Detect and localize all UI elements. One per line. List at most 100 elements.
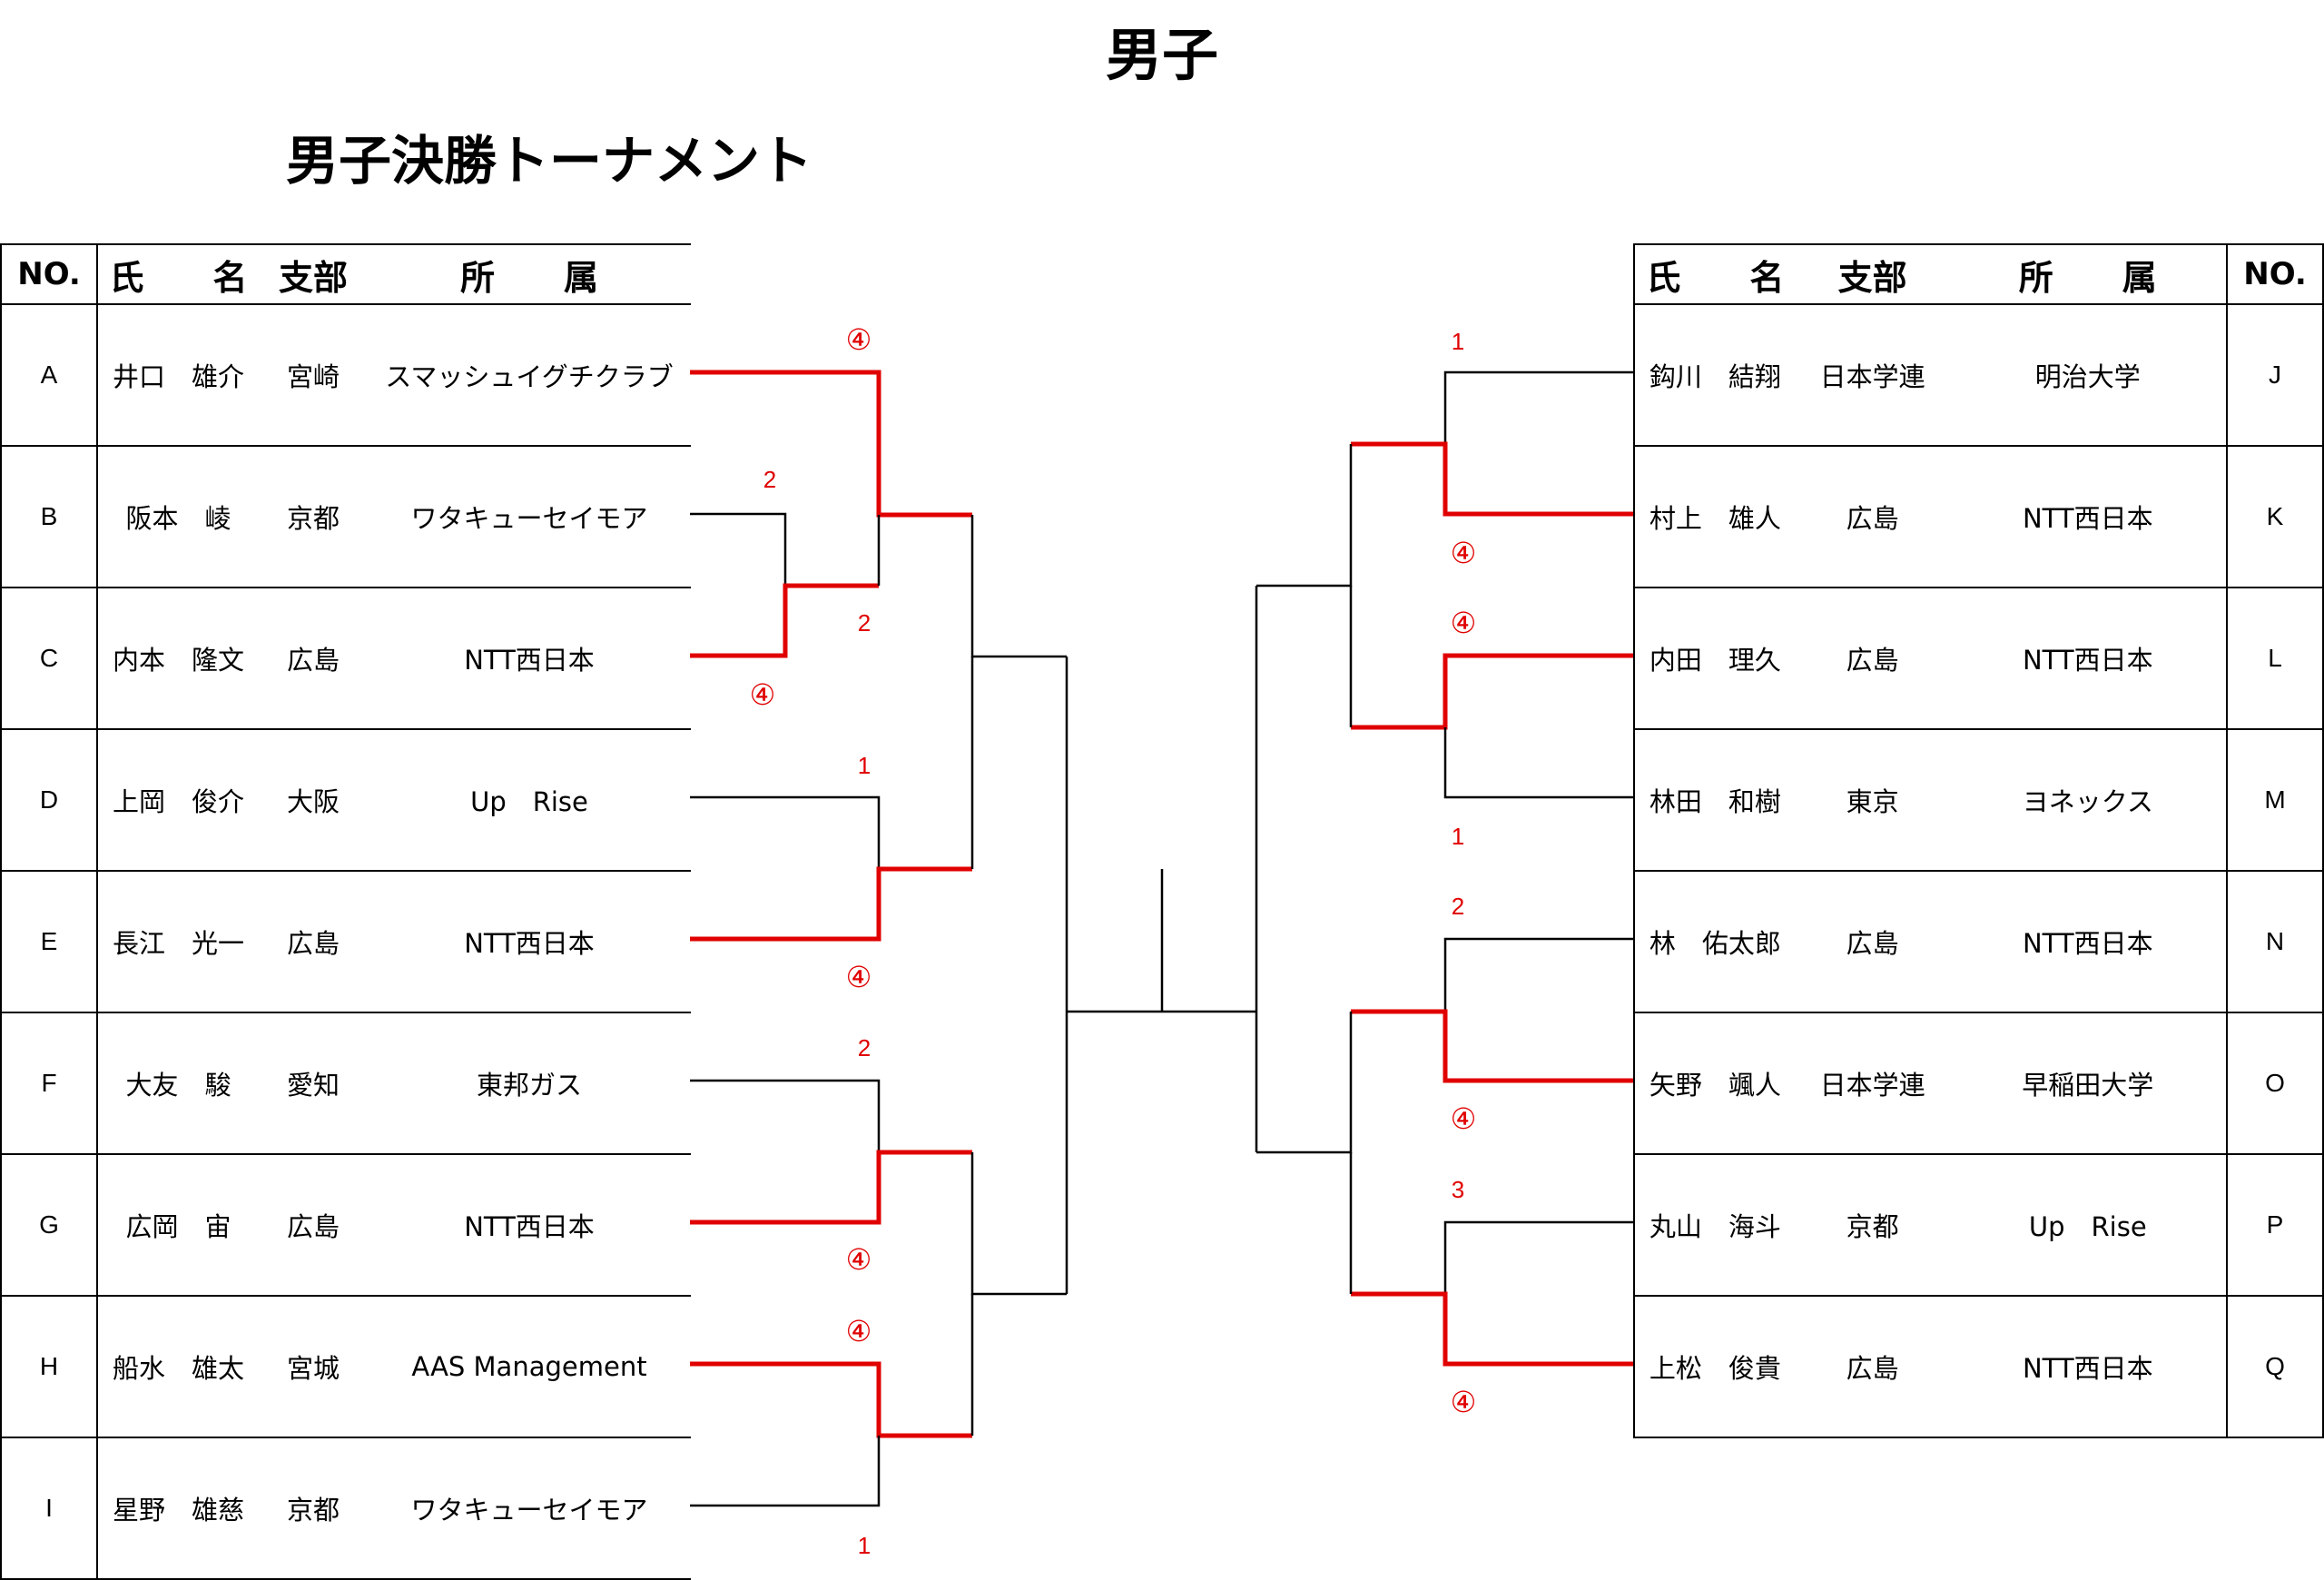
header-row: NO. 氏 名 支部 所 属: [0, 243, 691, 305]
bracket-line: [690, 1436, 881, 1507]
player-team: 東邦ガス: [368, 1012, 691, 1155]
bracket-line-winner: [690, 1150, 972, 1225]
score-label: 1: [1452, 823, 1464, 850]
player-name: 広岡 宙: [96, 1153, 259, 1297]
player-name: 丸山 海斗: [1633, 1153, 1796, 1297]
player-branch: 広島: [259, 1153, 368, 1297]
player-team: 明治大学: [1949, 303, 2229, 447]
player-team: NTT西日本: [368, 870, 691, 1013]
score-label: 2: [1452, 893, 1464, 920]
player-team: ワタキューセイモア: [368, 1437, 691, 1580]
player-no: D: [0, 728, 98, 872]
player-branch: 京都: [259, 445, 368, 588]
player-team: NTT西日本: [1949, 870, 2229, 1013]
score-label: ④: [1451, 606, 1477, 640]
player-branch: 宮城: [259, 1295, 368, 1438]
player-no: G: [0, 1153, 98, 1297]
player-branch: 愛知: [259, 1012, 368, 1155]
player-no: I: [0, 1437, 98, 1580]
bracket-line-winner: [1351, 653, 1633, 730]
player-team: NTT西日本: [1949, 1295, 2229, 1438]
player-name: 林 佑太郎: [1633, 870, 1796, 1013]
player-name: 矢野 颯人: [1633, 1012, 1796, 1155]
player-branch: 京都: [1795, 1153, 1950, 1297]
header-no: NO.: [0, 243, 98, 305]
bracket-line: [1256, 1012, 1353, 1154]
player-team: ヨネックス: [1949, 728, 2229, 872]
bracket-line: [970, 515, 1067, 658]
score-label: 1: [1452, 328, 1464, 355]
bracket-line: [1443, 937, 1633, 1012]
bracket-line: [690, 1079, 881, 1152]
player-team: NTT西日本: [1949, 587, 2229, 730]
player-name: 内本 隆文: [96, 587, 259, 730]
score-label: 3: [1452, 1176, 1464, 1203]
bracket-line: [1443, 370, 1633, 444]
player-team: 早稲田大学: [1949, 1012, 2229, 1155]
score-label: ④: [846, 1314, 872, 1348]
player-branch: 広島: [259, 587, 368, 730]
player-no: C: [0, 587, 98, 730]
player-team: ワタキューセイモア: [368, 445, 691, 588]
player-name: 上松 俊貴: [1633, 1295, 1796, 1438]
player-branch: 広島: [1795, 445, 1950, 588]
bracket-line: [1443, 1220, 1633, 1294]
tournament-subtitle: 男子決勝トーナメント: [286, 130, 813, 192]
player-no: A: [0, 303, 98, 447]
header-branch: 支部: [1795, 243, 1950, 305]
bracket-line: [690, 795, 881, 869]
player-no: Q: [2226, 1295, 2324, 1438]
bracket-line-winner: [690, 583, 879, 658]
player-team: Up Rise: [1949, 1153, 2229, 1297]
bracket-line-winner: [690, 866, 972, 942]
bracket-line: [1443, 727, 1633, 799]
header-team: 所 属: [1949, 243, 2229, 305]
player-no: J: [2226, 303, 2324, 447]
header-branch: 支部: [259, 243, 368, 305]
player-branch: 東京: [1795, 728, 1950, 872]
player-no: N: [2226, 870, 2324, 1013]
bracket-line-winner: [690, 1361, 972, 1438]
bracket-line: [690, 512, 787, 586]
score-label: ④: [1451, 536, 1477, 570]
player-team: NTT西日本: [1949, 445, 2229, 588]
score-label: 1: [858, 1532, 871, 1559]
score-label: 2: [858, 609, 871, 637]
score-label: ④: [846, 1242, 872, 1277]
player-branch: 広島: [1795, 870, 1950, 1013]
player-team: スマッシュイグチクラブ: [368, 303, 691, 447]
bracket-line: [970, 1152, 1067, 1296]
player-name: 村上 雄人: [1633, 445, 1796, 588]
player-no: L: [2226, 587, 2324, 730]
header-no: NO.: [2226, 243, 2324, 305]
player-no: M: [2226, 728, 2324, 872]
player-name: 井口 雄介: [96, 303, 259, 447]
score-label: 2: [858, 1034, 871, 1062]
score-label: ④: [1451, 1385, 1477, 1419]
player-team: AAS Management: [368, 1295, 691, 1438]
score-label: ④: [750, 677, 776, 712]
player-no: F: [0, 1012, 98, 1155]
bracket-line: [1256, 444, 1353, 588]
score-label: ④: [846, 960, 872, 994]
bracket-line-winner: [1351, 1291, 1633, 1367]
bracket-line-winner: [1351, 441, 1633, 517]
player-team: Up Rise: [368, 728, 691, 872]
